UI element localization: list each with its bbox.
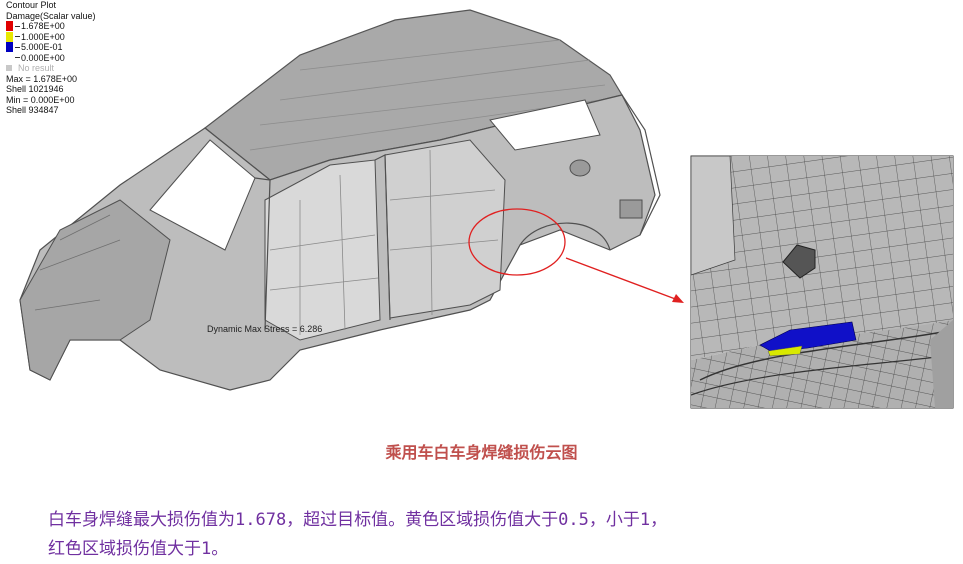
legend-min: Min = 0.000E+00 — [6, 94, 75, 105]
callout-arrow — [565, 257, 684, 303]
zoom-inset — [690, 155, 954, 409]
figure-caption: 乘用车白车身焊缝损伤云图 — [385, 443, 578, 462]
model-viewport: Dynamic Max Stress = 6.286 — [19, 9, 954, 409]
summary-line-1: 白车身焊缝最大损伤值为1.678，超过目标值。黄色区域损伤值大于0.5，小于1， — [48, 510, 668, 530]
damage-region-yellow — [767, 345, 803, 357]
legend-swatch-gray — [6, 65, 12, 72]
legend-swatch-blue — [6, 42, 13, 53]
car-body-model — [19, 9, 661, 391]
legend-max: Max = 1.678E+00 — [6, 73, 78, 84]
legend-swatch-red — [6, 21, 13, 32]
legend-level-4: 0.000E+00 — [6, 53, 96, 64]
contour-legend: Contour Plot Damage(Scalar value) 1.678E… — [6, 0, 96, 116]
summary-text: 白车身焊缝最大损伤值为1.678，超过目标值。黄色区域损伤值大于0.5，小于1，… — [48, 506, 948, 564]
legend-min-shell: Shell 934847 — [6, 105, 59, 115]
legend-no-result: No result — [6, 63, 96, 74]
summary-line-2: 红色区域损伤值大于1。 — [48, 539, 229, 559]
legend-level-2: 1.000E+00 — [6, 32, 96, 43]
legend-level-1: 1.678E+00 — [6, 21, 96, 32]
callout-ellipse — [468, 208, 566, 276]
legend-swatch-yellow — [6, 31, 13, 42]
model-overlay-label: Dynamic Max Stress = 6.286 — [207, 324, 322, 334]
legend-max-shell: Shell 1021946 — [6, 84, 64, 94]
legend-subtitle: Damage(Scalar value) — [6, 10, 96, 21]
legend-title: Contour Plot — [6, 0, 57, 10]
legend-level-3: 5.000E-01 — [6, 42, 96, 53]
